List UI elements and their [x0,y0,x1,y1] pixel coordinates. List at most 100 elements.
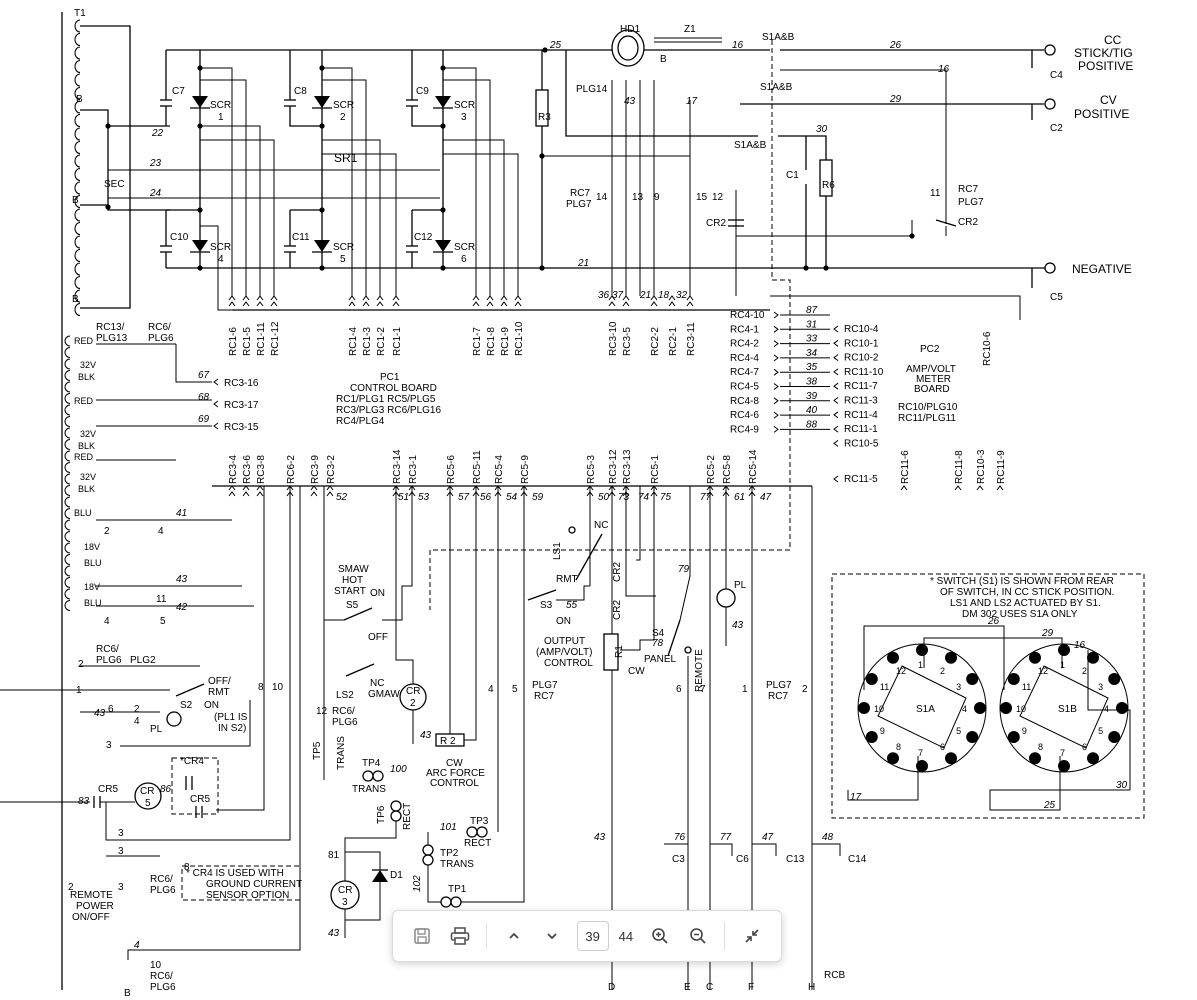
s2-pl-label: PL [150,724,163,735]
wire-86: 86 [160,784,172,795]
rc13-label: RC13/ [96,322,125,333]
wafer-contact [1007,731,1020,743]
rc10-label: RC11-1 [844,424,878,435]
rc4-label: RC4-4 [730,353,759,364]
rc-mid-wire: 32 [676,290,688,301]
v32-label-1: 32V [80,360,96,370]
plg2-label: PLG2 [130,655,156,666]
plg7-label-4: PLG7 [766,680,792,691]
term-f: F [748,982,754,993]
control-components: SMAW HOT START S5 ON OFF LS2 NC GMAW CR … [124,486,867,999]
wire-78: 78 [652,638,664,649]
rc10-6-label: RC10-6 [982,331,993,366]
blu-label-3: BLU [84,598,102,608]
tp5-trans-label: TRANS [336,736,347,770]
rc4-chevron [773,368,779,376]
rc1-chevron [256,295,264,301]
rc-bottom-wire: 51 [398,492,409,503]
wafer-contact-number: 5 [1098,726,1103,736]
wafer-contact [1087,752,1099,765]
scr5-label: SCR [333,242,354,253]
rc-bottom-label: RC5-11 [472,450,483,484]
rc1-label: RC1-3 [362,327,373,356]
coil-turn [74,181,81,195]
coil-turn [64,381,71,393]
scr3-label: SCR [454,100,475,111]
coil-turn [74,303,81,316]
zoom-out-button[interactable] [682,919,714,953]
plg7-label-2: PLG7 [958,197,984,208]
plug-2: 2 [802,684,808,695]
toolbar-separator [486,922,488,950]
zoom-in-button[interactable] [644,919,676,953]
coil-turn [64,416,71,427]
rc3-label: RC3-15 [224,422,259,433]
rc-mid-label: RC3-5 [622,327,633,356]
rmt-label: RMT [556,574,578,585]
plg6-label-3: PLG6 [150,885,176,896]
wafer-contact [1108,673,1121,685]
rc-bottom-chevron [310,491,318,497]
wafer-contact-number: 3 [1098,682,1103,692]
pc2-line-1: AMP/VOLT [906,364,956,375]
plg6-label-1: PLG6 [148,333,174,344]
s5-on-label: ON [370,588,385,599]
wafer-rotor [1019,665,1109,749]
rc4-label: RC4-8 [730,396,759,407]
s2-label: S2 [180,700,193,711]
pin-6: 6 [108,704,114,715]
save-button[interactable] [406,919,438,953]
previous-page-button[interactable] [498,919,530,953]
coil-turn [64,588,71,600]
cr5-coil-num: 5 [145,798,151,809]
remote-power-3: ON/OFF [72,912,110,923]
cc-label-1: CC [1104,33,1122,47]
print-button[interactable] [444,919,476,953]
plg7-label-1: PLG7 [566,199,592,210]
c13-label: C13 [786,854,805,865]
s1-wire-29: 29 [1041,628,1054,639]
rc6-label-3: RC6/ [150,874,173,885]
rc1-label: RC1-5 [242,327,253,356]
c2-label: C2 [1050,123,1063,134]
rc7-label-4: RC7 [768,691,788,702]
rc1-label: RC1-9 [500,327,511,356]
rc-mid-chevron [668,295,676,301]
smaw-label-1: SMAW [338,564,369,575]
pl-label: PL [734,580,747,591]
next-page-button[interactable] [536,919,568,953]
wafer-contact-number: 1 [918,660,923,670]
rc-bottom-wire: 50 [598,492,610,503]
rc-bottom-label: RC3-9 [310,455,321,484]
pin-3d: 3 [118,882,124,893]
note-line-1: * CR4 IS USED WITH [186,868,284,879]
rc10-chevron [833,339,839,347]
page-number-input[interactable] [576,921,609,951]
collapse-button[interactable] [736,919,768,953]
wire-42: 42 [176,602,188,613]
tp6-label: TP6 [376,805,387,824]
rc-bottom-wire: 75 [660,492,672,503]
rc10-label: RC11-7 [844,381,878,392]
rc-mid-chevron [668,301,676,307]
c12-label: C12 [414,232,433,243]
print-icon [450,927,469,945]
coil-turn [64,508,71,519]
wire-76: 76 [674,832,686,843]
rc10-label: RC10-2 [844,353,879,364]
rc6-bottom-1: 10 [150,960,162,971]
rc4-chevron [773,311,779,319]
wire-43-g: 43 [94,708,106,719]
rc4-label: RC4-1 [730,324,759,335]
rc10-chevron [833,411,839,419]
rc4-chevron [773,425,779,433]
s1-wire-30: 30 [1116,780,1128,791]
rc1-chevron [500,295,508,301]
rc-bottom-wire: 54 [506,492,518,503]
s4-label: S4 [652,628,665,639]
cr2-coil-num: 2 [410,698,416,709]
rc10-chevron [833,325,839,333]
plg13-label: PLG13 [96,333,128,344]
